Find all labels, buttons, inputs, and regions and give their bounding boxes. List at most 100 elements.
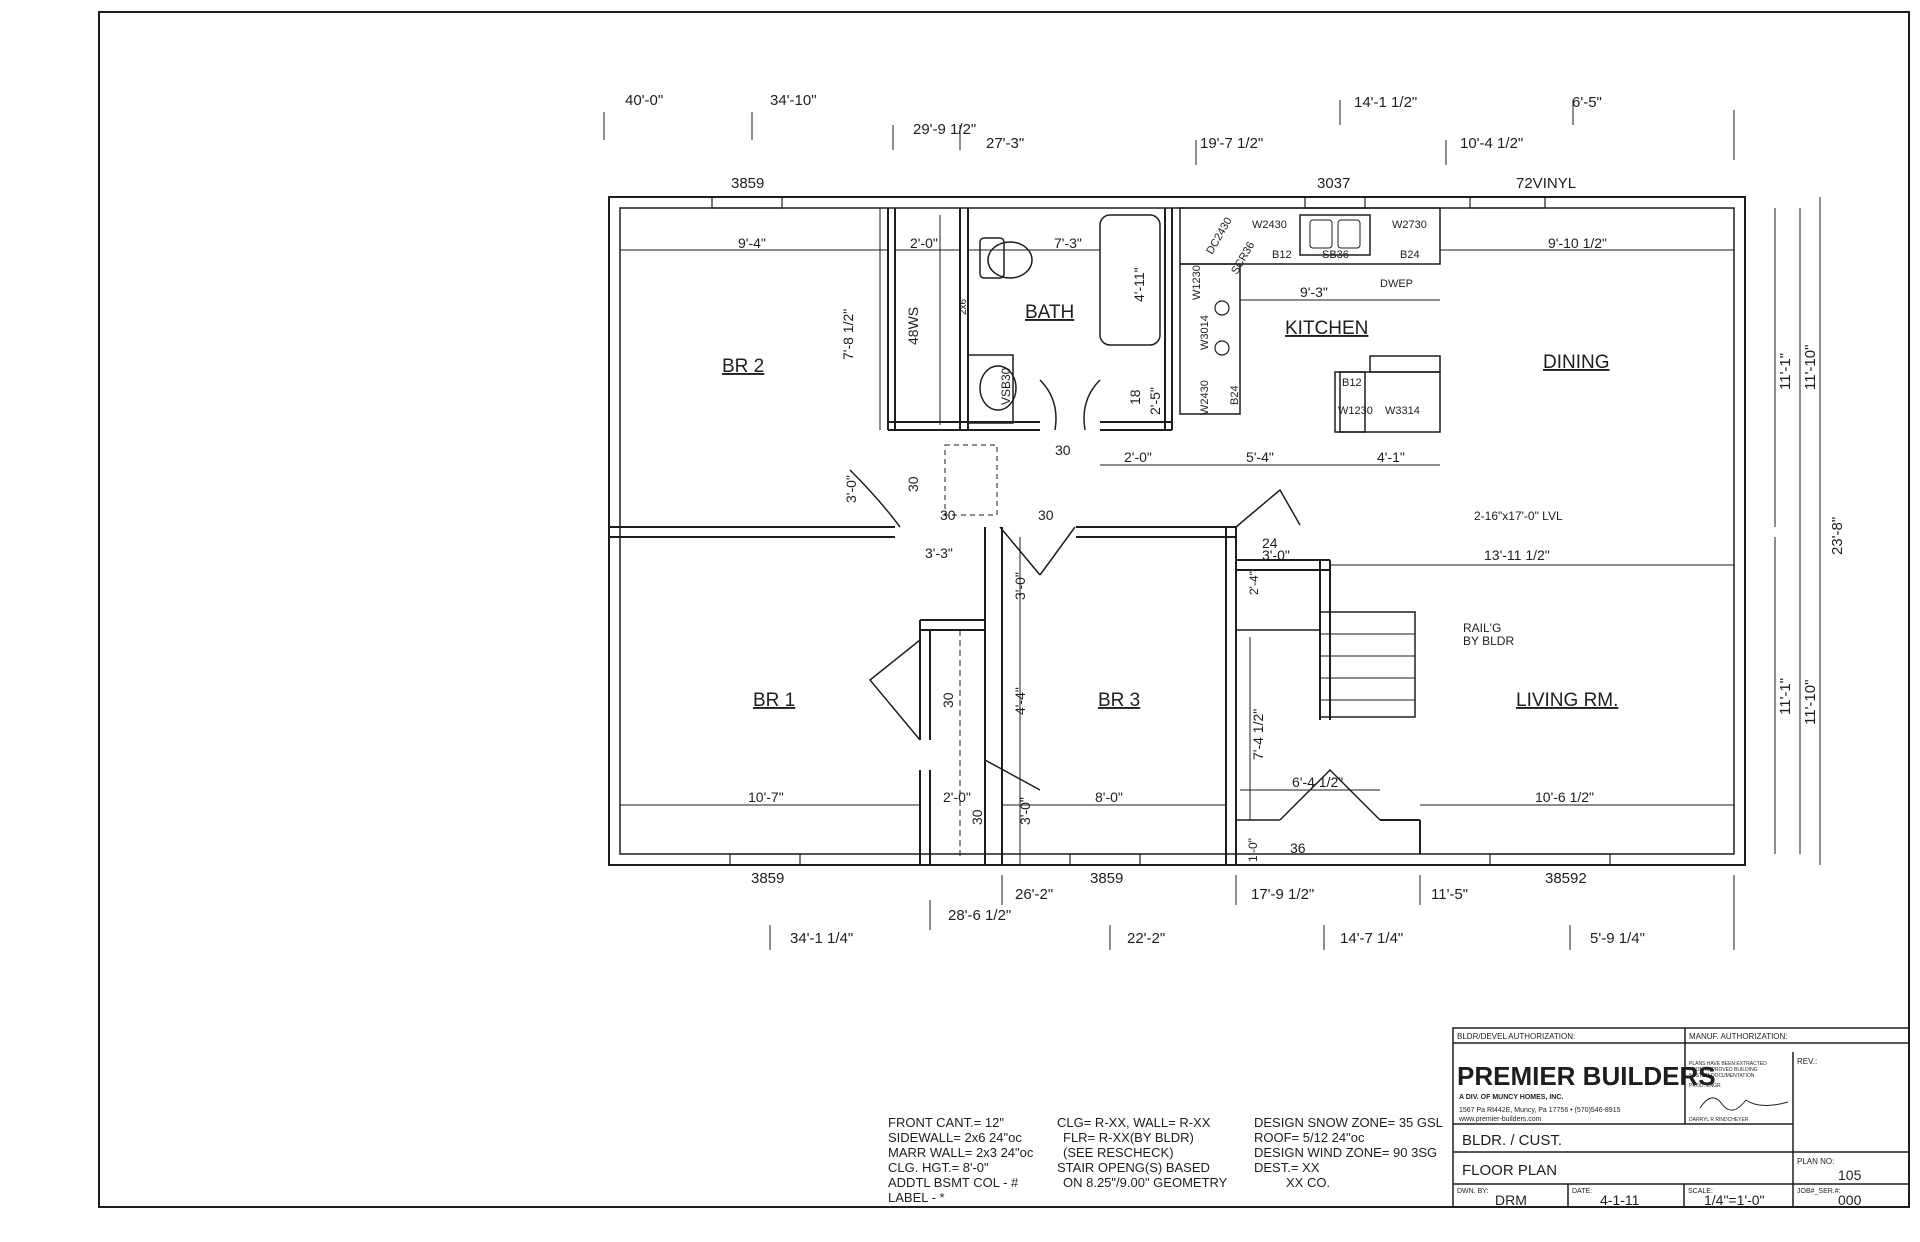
beam-label: 2-16"x17'-0" LVL — [1474, 509, 1563, 523]
note-line: ADDTL BSMT COL - # — [888, 1175, 1019, 1190]
cabinet-label: DC2430 — [1204, 216, 1235, 257]
dim-label: 7'-8 1/2" — [840, 309, 856, 360]
note-line: ON 8.25"/9.00" GEOMETRY — [1063, 1175, 1228, 1190]
bottom-dim: 22'-2" — [1127, 930, 1165, 947]
door-size: 30 — [969, 809, 985, 825]
right-dim: 11'-10" — [1802, 680, 1819, 725]
top-dim: 6'-5" — [1572, 94, 1602, 111]
note-line: DESIGN WIND ZONE= 90 3SG — [1254, 1145, 1437, 1160]
prod-engr-label: PROD. ENGR. — [1689, 1083, 1722, 1089]
door-size: 36 — [1290, 840, 1306, 856]
scale-label: SCALE: — [1688, 1188, 1713, 1195]
dim-label: 9'-3" — [1300, 284, 1328, 300]
scale-value: 1/4"=1'-0" — [1704, 1192, 1765, 1208]
note-line: MARR WALL= 2x3 24"oc — [888, 1145, 1034, 1160]
dwn-by-label: DWN. BY: — [1457, 1188, 1489, 1195]
bottom-dim: 17'-9 1/2" — [1251, 886, 1314, 903]
bottom-dim: 28'-6 1/2" — [948, 907, 1011, 924]
window-label: 72VINYL — [1516, 175, 1576, 192]
door-size: 30 — [1038, 507, 1054, 523]
dim-label: 1'-0" — [1246, 838, 1260, 862]
exterior-wall-inner — [619, 207, 1735, 855]
cabinet-label: SB36 — [1322, 249, 1349, 261]
dim-label: 3'-3" — [925, 545, 953, 561]
title-block: BLDR/DEVEL AUTHORIZATION: MANUF. AUTHORI… — [1452, 1027, 1910, 1208]
door-size: 30 — [905, 476, 921, 492]
cabinet-label: W2730 — [1392, 219, 1427, 231]
extract-note: PLANS HAVE BEEN EXTRACTED — [1689, 1061, 1767, 1067]
date-value: 4-1-11 — [1600, 1192, 1640, 1208]
right-dim: 11'-10" — [1802, 345, 1819, 390]
manuf-auth-label: MANUF. AUTHORIZATION: — [1689, 1032, 1788, 1041]
dim-label: 9'-10 1/2" — [1548, 235, 1607, 251]
rail-note: BY BLDR — [1463, 634, 1514, 648]
door-size: 30 — [940, 692, 956, 708]
top-dim: 14'-1 1/2" — [1354, 94, 1417, 111]
dim-label: 2'-0" — [1124, 449, 1152, 465]
window-label: 3859 — [731, 175, 764, 192]
dim-label: 13'-11 1/2" — [1484, 547, 1550, 563]
note-line: DESIGN SNOW ZONE= 35 GSL — [1254, 1115, 1443, 1130]
top-dim: 27'-3" — [986, 135, 1024, 152]
right-dim: 11'-1" — [1777, 678, 1794, 715]
bathtub — [1099, 214, 1161, 346]
sheet-border — [98, 11, 1910, 1208]
dim-label: 3'-0" — [843, 475, 859, 503]
dim-label: 7'-4 1/2" — [1250, 709, 1266, 760]
exterior-wall-outer — [608, 196, 1746, 866]
note-line: CLG. HGT.= 8'-0" — [888, 1160, 989, 1175]
cabinet-label: SCR36 — [1229, 240, 1257, 277]
note-line: STAIR OPENG(S) BASED — [1057, 1160, 1210, 1175]
job-label: JOB#_SER.#: — [1797, 1188, 1841, 1195]
note-line: FRONT CANT.= 12" — [888, 1115, 1004, 1130]
dwn-by: DRM — [1495, 1192, 1527, 1208]
cabinet-label: B24 — [1400, 249, 1420, 261]
note-line: ROOF= 5/12 24"oc — [1254, 1130, 1365, 1145]
bldr-auth-label: BLDR/DEVEL AUTHORIZATION: — [1457, 1032, 1575, 1041]
dim-label: 5'-4" — [1246, 449, 1274, 465]
rev-label: REV.: — [1797, 1057, 1817, 1066]
room-label-bath: BATH — [1025, 302, 1074, 323]
plan-title: FLOOR PLAN — [1462, 1162, 1557, 1179]
plan-labels: 40'-0" 34'-10" 14'-1 1/2" 6'-5" 29'-9 1/… — [625, 92, 1846, 947]
dim-label: 2'-4" — [1247, 571, 1261, 595]
window-label: 3037 — [1317, 175, 1350, 192]
room-label-br1: BR 1 — [753, 690, 795, 711]
right-dim: 23'-8" — [1829, 517, 1846, 555]
note-line: FLR= R-XX(BY BLDR) — [1063, 1130, 1194, 1145]
note-line: (SEE RESCHECK) — [1063, 1145, 1174, 1160]
engineer-signature — [1699, 1097, 1789, 1111]
dim-label: 4'-1" — [1377, 449, 1405, 465]
dim-label: 2'-0" — [943, 789, 971, 805]
dim-label: 3'-0" — [1012, 572, 1028, 600]
top-dim: 10'-4 1/2" — [1460, 135, 1523, 152]
company-logo: PREMIER BUILDERS — [1457, 1061, 1716, 1091]
top-dim: 19'-7 1/2" — [1200, 135, 1263, 152]
date-label: DATE: — [1572, 1188, 1592, 1195]
top-dim: 40'-0" — [625, 92, 663, 109]
dim-label: 4'-11" — [1131, 267, 1147, 302]
cabinet-label: W3014 — [1199, 315, 1211, 350]
dim-label: 2'-0" — [910, 235, 938, 251]
cabinet-label: W1230 — [1338, 405, 1373, 417]
cabinet-label: DWEP — [1380, 278, 1413, 290]
door-size: 30 — [940, 507, 956, 523]
bottom-dim: 14'-7 1/4" — [1340, 930, 1403, 947]
top-dim: 29'-9 1/2" — [913, 121, 976, 138]
customer-field: BLDR. / CUST. — [1462, 1132, 1562, 1149]
engineer-name: DARRYL R RINDCHEYER — [1689, 1117, 1749, 1123]
plan-no-label: PLAN NO: — [1797, 1157, 1834, 1166]
plan-no: 105 — [1838, 1167, 1862, 1183]
dim-label: 10'-7" — [748, 789, 784, 805]
window-label: 3859 — [751, 870, 784, 887]
room-label-kitchen: KITCHEN — [1285, 318, 1368, 339]
bottom-dim: 5'-9 1/4" — [1590, 930, 1645, 947]
job-value: 000 — [1838, 1192, 1862, 1208]
cabinet-label: W3314 — [1385, 405, 1420, 417]
cabinet-label: B12 — [1272, 249, 1292, 261]
vanity-label: VSB30 — [999, 367, 1013, 405]
bottom-dim: 26'-2" — [1015, 886, 1053, 903]
dim-label: 8'-0" — [1095, 789, 1123, 805]
cabinet-label: B12 — [1342, 377, 1362, 389]
